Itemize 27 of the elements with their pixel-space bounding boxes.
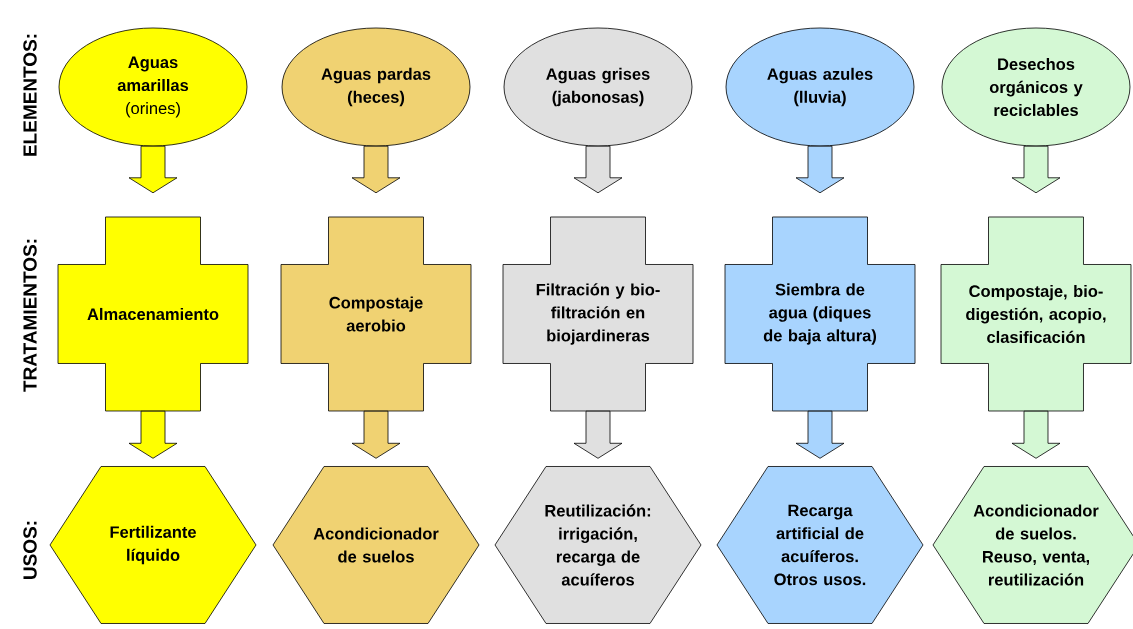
block-arrow xyxy=(351,145,401,194)
block-arrow xyxy=(351,410,401,459)
row-heading: TRATAMIENTOS: xyxy=(23,239,37,392)
hexagon-node: Acondicionador de suelos xyxy=(272,466,480,624)
ellipse-node: Aguas pardas (heces) xyxy=(281,27,471,147)
block-arrow xyxy=(795,145,845,194)
ellipse-node: Aguas grises (jabonosas) xyxy=(503,27,693,147)
block-arrow xyxy=(128,145,178,194)
block-arrow xyxy=(128,410,178,459)
hexagon-node: Fertilizante líquido xyxy=(49,466,257,624)
block-arrow xyxy=(795,410,845,459)
hexagon-node: Acondicionador de suelos. Reuso, venta, reutilización xyxy=(932,466,1133,624)
cross-node: Siembra de agua (diques de baja altura) xyxy=(724,216,916,412)
block-arrow xyxy=(1011,410,1061,459)
ellipse-node: Aguas amarillas (orines) xyxy=(58,27,248,147)
block-arrow xyxy=(1011,145,1061,194)
row-heading: ELEMENTOS: xyxy=(23,34,37,156)
ellipse-node: Desechos orgánicos y reciclables xyxy=(941,27,1131,147)
cross-node: Compostaje, bio-digestión, acopio, clasificación xyxy=(940,216,1132,412)
cross-node: Compostaje aerobio xyxy=(280,216,472,412)
hexagon-node: Recarga artificial de acuíferos. Otros usos. xyxy=(716,466,924,624)
cross-node: Almacenamiento xyxy=(57,216,249,412)
hexagon-node: Reutilización: irrigación, recarga de acuíferos xyxy=(494,466,702,624)
block-arrow xyxy=(573,145,623,194)
cross-node: Filtración y bio-filtración en biojardineras xyxy=(502,216,694,412)
block-arrow xyxy=(573,410,623,459)
ellipse-node: Aguas azules (lluvia) xyxy=(725,27,915,147)
